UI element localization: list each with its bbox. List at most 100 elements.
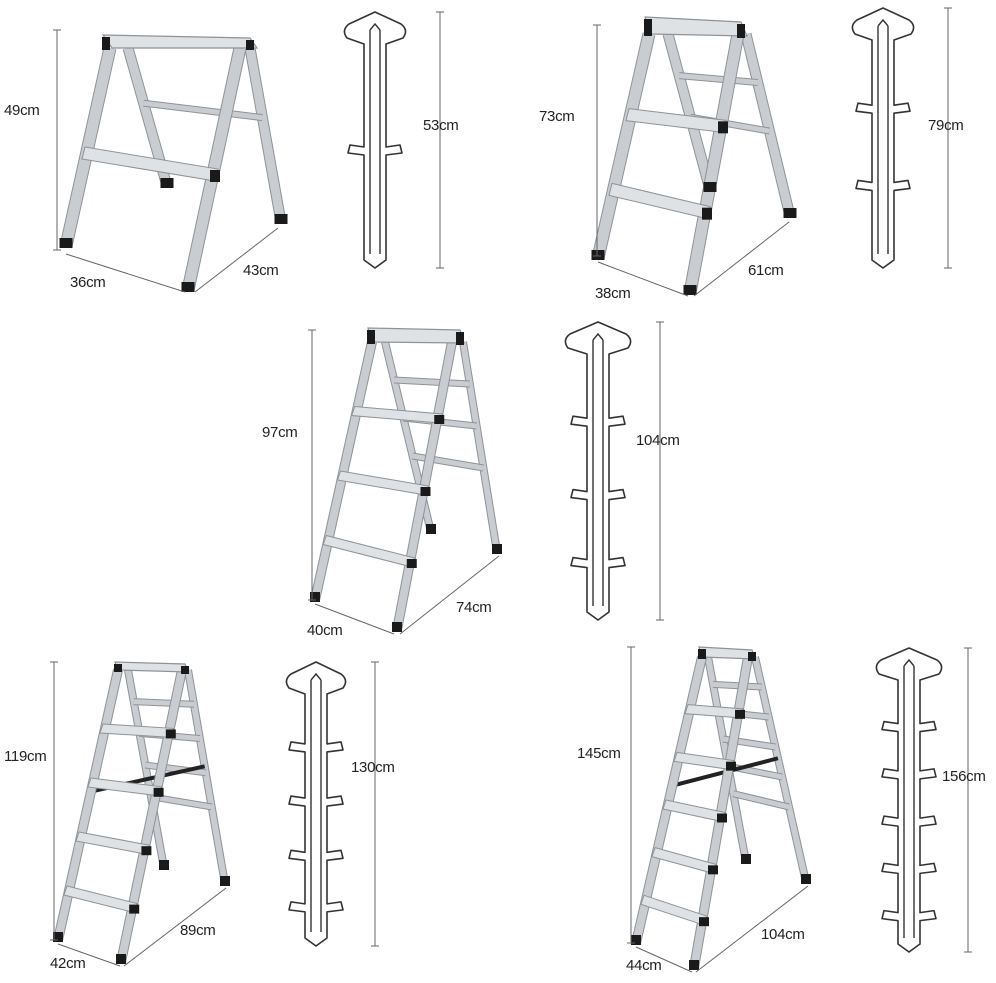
ladder-5-top-cap-right [748, 652, 756, 661]
ladder-5-foot-1 [631, 935, 641, 945]
ladder-2-tread-cap-1 [718, 121, 728, 134]
ladder-2-top-cap-left [644, 19, 652, 36]
ladder-1-top-cap-right [246, 40, 254, 50]
ladder-5-foot-2 [689, 960, 699, 970]
ladder-2-depth-label: 61cm [748, 262, 784, 279]
ladder-2-back-rung-1-face [678, 73, 758, 86]
ladder-2-back-rail-2-face [741, 32, 795, 218]
ladder-5-tread-1 [684, 704, 744, 719]
ladder-4-foot-2 [116, 954, 126, 964]
ladder-5-top-platform [698, 646, 756, 660]
ladder-3-back-rung-1-face [394, 377, 470, 387]
ladder-5-tread-5 [640, 894, 708, 926]
ladder-2-top-cap-right [737, 24, 745, 38]
ladder-2-front-rail-2-face [684, 32, 744, 295]
ladder-2-height-label: 73cm [539, 108, 575, 125]
ladder-2-foot-2 [683, 285, 697, 295]
ladder-2-tread-1 [625, 108, 727, 133]
ladder-3-top-cap-right [456, 332, 464, 345]
ladder-3-top-cap-left [367, 330, 375, 344]
profile-2-outline [851, 7, 915, 269]
ladder-3-foot-2 [392, 622, 402, 632]
profile-2-inner-channel [877, 18, 889, 254]
ladder-5-foot-3 [741, 854, 751, 864]
profile-3-inner-channel [592, 332, 604, 606]
ladder-3-front-rail-1-face [311, 341, 376, 601]
ladder-1-width-label: 36cm [70, 274, 106, 291]
ladder-3-depth-label: 74cm [456, 599, 492, 616]
ladder-1-foot-4 [274, 214, 288, 224]
profile-4 [285, 661, 379, 947]
ladder-3-foot-4 [492, 544, 502, 554]
ladder-1-depth-line [194, 227, 279, 293]
ladder-3-height-label: 97cm [262, 424, 298, 441]
ladder-1-height-label: 49cm [4, 102, 40, 119]
ladder-4-top-cap-right [181, 666, 189, 674]
ladder-1-tread-1 [81, 146, 219, 182]
ladder-4-top-cap-left [114, 664, 122, 672]
profile-5-outline [875, 647, 943, 953]
ladder-5-depth-line [695, 885, 809, 973]
ladder-5-foot-4 [801, 874, 811, 884]
ladder-4 [50, 661, 230, 967]
ladder-3-tread-cap-1 [434, 415, 445, 424]
ladder-4-width-line [57, 943, 121, 967]
profile-5-length-label: 156cm [942, 768, 986, 785]
ladder-2-tread-2 [608, 182, 711, 220]
profile-1-inner-channel [369, 22, 381, 254]
ladder-4-top-platform [114, 661, 189, 673]
ladder-4-tread-4 [63, 885, 138, 914]
profile-5-inner-channel [903, 658, 915, 938]
ladder-5-tread-cap-1 [735, 709, 745, 719]
ladder-3-back-rail-2-face [460, 341, 500, 553]
ladder-4-tread-1 [99, 723, 175, 738]
ladder-1-back-rail-2-face [245, 47, 286, 223]
ladder-4-back-rung-1-face [133, 699, 195, 707]
ladder-1-top-platform [101, 34, 259, 49]
ladder-5-height-label: 145cm [577, 745, 621, 762]
ladder-4-back-rail-2-face [185, 669, 228, 885]
ladder-4-foot-3 [159, 860, 169, 870]
profile-3-length-label: 104cm [636, 432, 680, 449]
ladder-2-foot-4 [783, 208, 797, 218]
ladder-4-width-label: 42cm [50, 955, 86, 972]
ladder-5-width-label: 44cm [626, 957, 662, 974]
profile-3-outline [564, 321, 632, 621]
ladder-1-tread-cap-1 [210, 170, 220, 182]
ladder-4-tread-cap-1 [165, 729, 176, 739]
ladder-5-back-rung-1-face [712, 681, 762, 690]
ladder-5-back-rung-5-face [732, 791, 790, 810]
ladder-2-front-rail-1-face [592, 32, 655, 260]
ladder-5-tread-4 [651, 847, 717, 874]
ladder-3-tread-3 [322, 534, 416, 568]
ladder-3-tread-1 [351, 405, 443, 424]
ladder-2-foot-1 [591, 250, 605, 260]
ladder-3-tread-cap-3 [406, 559, 417, 568]
profile-4-inner-channel [310, 672, 322, 932]
ladder-3-tread-cap-2 [420, 487, 431, 496]
ladder-5 [627, 646, 811, 973]
profile-1-outline [343, 11, 407, 269]
ladder-2-back-rail-1-face [663, 32, 715, 192]
profile-1-length-label: 53cm [423, 117, 459, 134]
ladder-5-back-rail-2-face [752, 656, 809, 883]
ladder-4-front-rail-2-face [117, 669, 186, 963]
ladder-4-depth-label: 89cm [180, 922, 216, 939]
ladder-3-width-line [314, 603, 395, 635]
ladder-2-depth-line [693, 221, 790, 297]
ladder-3-depth-line [399, 555, 500, 635]
ladder-2-foot-3 [703, 182, 717, 192]
profile-4-length-label: 130cm [351, 759, 395, 776]
ladder-5-width-line [635, 946, 693, 973]
ladder-4-foot-4 [220, 876, 230, 886]
ladder-1 [53, 29, 288, 293]
ladder-3-foot-1 [310, 592, 320, 602]
ladder-3-back-rung-3-face [412, 453, 484, 471]
ladder-5-tread-cap-3 [717, 813, 727, 823]
ladder-1-width-line [65, 253, 186, 293]
ladder-5-top-cap-left [698, 649, 706, 659]
ladder-1-foot-3 [160, 178, 174, 188]
ladder-3-foot-3 [426, 524, 436, 534]
